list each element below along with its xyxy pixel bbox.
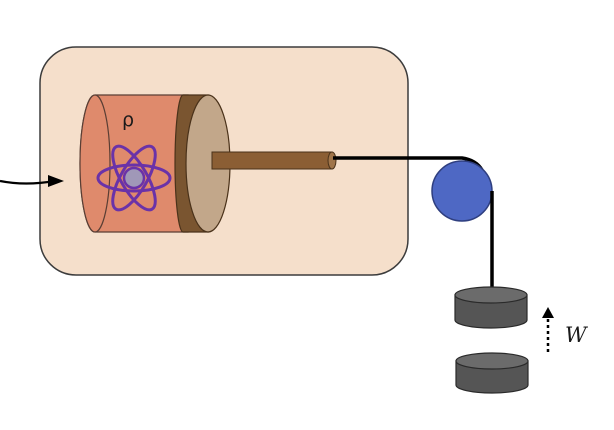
piston-rod bbox=[211, 151, 337, 170]
dotted-arrow-up-icon bbox=[542, 307, 554, 352]
arrow-right-icon bbox=[0, 175, 64, 187]
density-label: ρ bbox=[122, 109, 134, 131]
piston bbox=[174, 94, 231, 233]
atom-icon bbox=[96, 144, 172, 212]
work-label: W bbox=[565, 323, 589, 347]
pulley bbox=[431, 160, 493, 222]
weight-upper bbox=[454, 286, 528, 329]
weight-lower bbox=[455, 352, 529, 394]
